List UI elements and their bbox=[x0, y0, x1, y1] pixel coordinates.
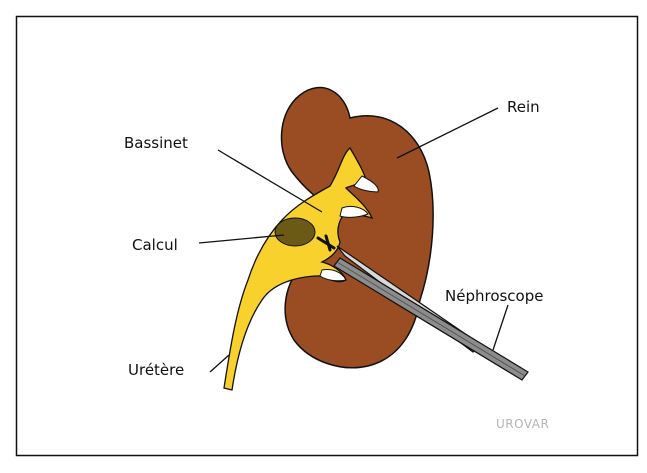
label-rein: Rein bbox=[507, 98, 540, 116]
label-nephroscope: Néphroscope bbox=[445, 287, 543, 305]
label-calcul: Calcul bbox=[132, 236, 178, 254]
kidney-stone bbox=[275, 218, 315, 246]
watermark-urovar: UROVAR bbox=[496, 417, 549, 431]
label-uretere: Urétère bbox=[128, 361, 184, 379]
label-bassinet: Bassinet bbox=[124, 134, 188, 152]
